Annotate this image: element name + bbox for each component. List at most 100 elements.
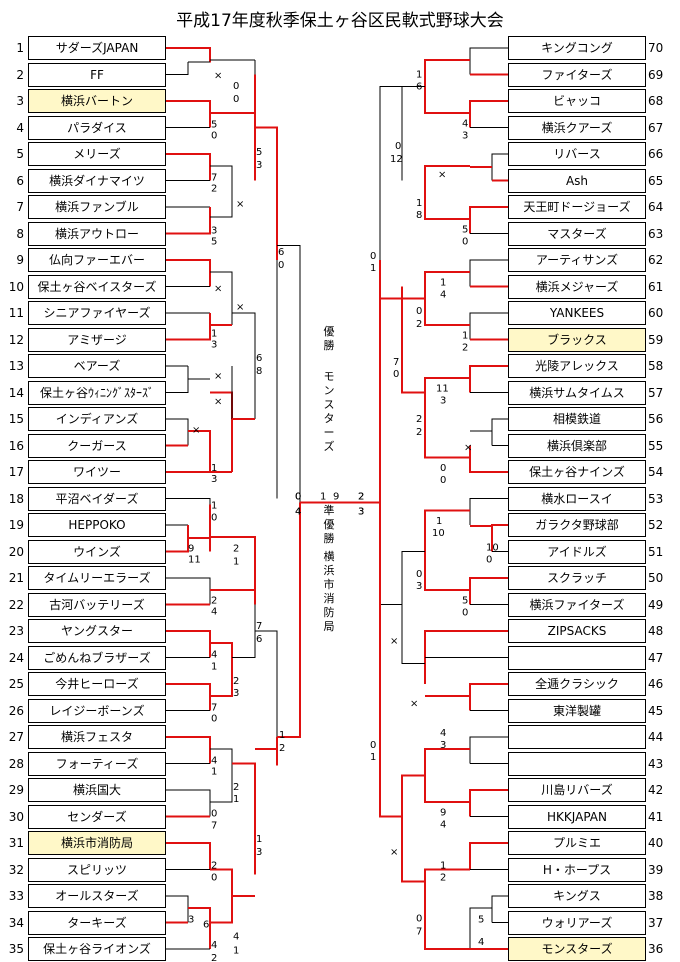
bracket-line bbox=[379, 763, 402, 818]
bracket-line bbox=[277, 245, 301, 503]
score-label: 1 bbox=[416, 198, 422, 209]
seed-number: 60 bbox=[648, 306, 664, 320]
score-label: 4 bbox=[211, 607, 217, 618]
score-label: 7 bbox=[393, 357, 399, 368]
score-label: 6 bbox=[256, 634, 262, 645]
score-label: 10 bbox=[432, 528, 445, 539]
team-box: シニアファイヤーズ bbox=[28, 301, 166, 325]
score-label: 2 bbox=[416, 319, 422, 330]
bracket-line bbox=[277, 502, 301, 738]
score-label: 7 bbox=[211, 821, 217, 832]
bracket-line bbox=[469, 789, 508, 817]
bracket-line bbox=[424, 630, 508, 684]
seed-number: 1 bbox=[16, 41, 24, 55]
team-box: 保土ヶ谷ナインズ bbox=[508, 460, 646, 484]
team-box: リバース bbox=[508, 142, 646, 166]
score-label: 0 bbox=[370, 251, 376, 262]
seed-number: 5 bbox=[16, 147, 24, 161]
score-label: × bbox=[192, 425, 200, 436]
team-box: 横浜国大 bbox=[28, 778, 166, 802]
team-box: Ash bbox=[508, 168, 646, 193]
bracket-line bbox=[166, 842, 211, 870]
bracket-line bbox=[469, 683, 508, 711]
team-box: パラダイス bbox=[28, 115, 166, 140]
score-label: 6 bbox=[256, 353, 262, 364]
seed-number: 62 bbox=[648, 253, 664, 267]
bracket-line bbox=[469, 736, 508, 764]
seed-number: 69 bbox=[648, 67, 664, 82]
score-label: 0 bbox=[462, 237, 468, 248]
team-box: 横浜ダイナマイツ bbox=[28, 168, 166, 193]
seed-number: 55 bbox=[648, 438, 664, 453]
team-box: 保土ヶ谷ｳｨﾆﾝｸﾞｽﾀｰｽﾞ bbox=[28, 380, 166, 405]
bracket-line bbox=[166, 630, 211, 658]
score-label: 4 bbox=[295, 507, 301, 518]
score-label: 3 bbox=[358, 507, 364, 518]
champion-team: モンスターズ bbox=[323, 370, 335, 453]
seed-number: 9 bbox=[16, 253, 24, 267]
score-label: 0 bbox=[462, 608, 468, 619]
score-label: 0 bbox=[295, 492, 301, 503]
team-box: アミザージ bbox=[28, 327, 166, 352]
score-label: 1 bbox=[256, 834, 262, 845]
bracket-line bbox=[469, 365, 508, 393]
bracket-line bbox=[210, 642, 233, 697]
team-box: H・ホープス bbox=[508, 857, 646, 882]
team-box bbox=[508, 725, 646, 749]
team-box: キングス bbox=[508, 884, 646, 908]
score-label: 1 bbox=[233, 946, 239, 957]
runner-up-team: 横浜市消防局 bbox=[323, 550, 335, 633]
score-label: 7 bbox=[256, 621, 262, 632]
seed-number: 13 bbox=[8, 359, 24, 373]
team-box: 光陵アレックス bbox=[508, 354, 646, 378]
score-label: 1 bbox=[233, 557, 239, 568]
score-label: × bbox=[236, 199, 244, 210]
team-box: 仏向ファーエバー bbox=[28, 248, 166, 272]
team-box: 相模鉄道 bbox=[508, 407, 646, 431]
bracket-line bbox=[424, 748, 470, 803]
bracket-line bbox=[166, 525, 189, 553]
team-box: YANKEES bbox=[508, 301, 646, 325]
seed-number: 21 bbox=[8, 571, 24, 585]
seed-number: 24 bbox=[8, 650, 24, 665]
seed-number: 70 bbox=[648, 41, 664, 55]
bracket-line bbox=[401, 286, 425, 394]
score-label: 4 bbox=[211, 756, 217, 767]
score-label: 3 bbox=[440, 740, 446, 751]
score-label: 5 bbox=[462, 596, 468, 607]
page-title: 平成17年度秋季保土ヶ谷区民軟式野球大会 bbox=[176, 11, 504, 31]
score-label: 8 bbox=[256, 366, 262, 377]
score-label: 11 bbox=[188, 555, 201, 566]
bracket-line bbox=[210, 536, 256, 605]
team-box: プルミエ bbox=[508, 831, 646, 855]
bracket-line bbox=[166, 498, 211, 525]
bracket-line bbox=[469, 47, 508, 75]
score-label: 4 bbox=[211, 650, 217, 661]
seed-number: 58 bbox=[648, 359, 664, 373]
team-box: タイムリーエラーズ bbox=[28, 566, 166, 590]
seed-number: 67 bbox=[648, 120, 664, 135]
score-label: × bbox=[236, 302, 244, 313]
team-box: 横浜市消防局 bbox=[28, 831, 166, 855]
score-label: 2 bbox=[233, 676, 239, 687]
score-label: 5 bbox=[478, 915, 484, 926]
team-box: 川島リバーズ bbox=[508, 778, 646, 802]
seed-number: 16 bbox=[8, 438, 24, 453]
bracket-line bbox=[379, 86, 402, 260]
team-box: メリーズ bbox=[28, 142, 166, 166]
score-label: 0 bbox=[211, 714, 217, 725]
score-label: 4 bbox=[440, 290, 446, 301]
seed-number: 25 bbox=[8, 677, 24, 691]
seed-number: 57 bbox=[648, 385, 664, 400]
bracket-line bbox=[210, 748, 233, 803]
bracket-line bbox=[166, 47, 211, 63]
score-label: 1 bbox=[440, 861, 446, 872]
team-box bbox=[508, 751, 646, 776]
score-label: 0 bbox=[211, 873, 217, 884]
bracket-line bbox=[469, 259, 508, 287]
seed-number: 11 bbox=[8, 306, 24, 320]
score-label: 9 bbox=[440, 808, 446, 819]
score-label: 4 bbox=[462, 119, 468, 130]
team-box: 今井ヒーローズ bbox=[28, 672, 166, 696]
score-label: 12 bbox=[390, 154, 403, 165]
